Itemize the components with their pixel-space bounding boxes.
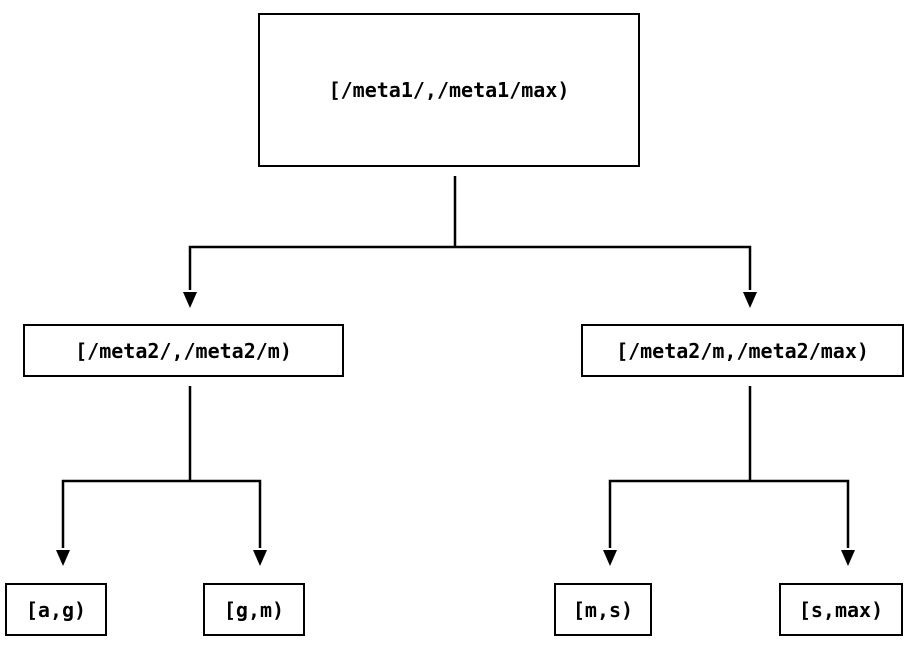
- node-label: [/meta2/m,/meta2/max): [616, 338, 869, 363]
- node-leaf-g-m: [g,m): [203, 583, 305, 636]
- node-label: [/meta1/,/meta1/max): [328, 78, 570, 102]
- edge-level2-right-branch-right: [750, 479, 850, 548]
- arrow-down-icon: [253, 550, 267, 566]
- node-label: [/meta2/,/meta2/m): [75, 338, 292, 363]
- edge-level2-right-branch-left: [608, 479, 750, 548]
- node-leaf-s-max: [s,max): [779, 583, 903, 636]
- arrow-down-icon: [183, 292, 197, 308]
- arrow-down-icon: [603, 550, 617, 566]
- node-label: [a,g): [25, 597, 87, 622]
- node-label: [g,m): [223, 597, 285, 622]
- edge-level1-branch-left: [188, 245, 455, 290]
- edge-level2-left-branch-right: [190, 479, 262, 548]
- edge-level2-left-branch-left: [61, 479, 190, 548]
- node-leaf-a-g: [a,g): [5, 583, 107, 636]
- node-meta2-low: [/meta2/,/meta2/m): [23, 324, 344, 377]
- node-meta2-high: [/meta2/m,/meta2/max): [581, 324, 904, 377]
- edge-level1-branch-right: [455, 245, 752, 290]
- node-root: [/meta1/,/meta1/max): [258, 13, 640, 167]
- arrow-down-icon: [743, 292, 757, 308]
- arrow-down-icon: [56, 550, 70, 566]
- node-leaf-m-s: [m,s): [554, 583, 652, 636]
- arrow-down-icon: [841, 550, 855, 566]
- node-label: [s,max): [798, 597, 884, 622]
- node-label: [m,s): [572, 597, 634, 622]
